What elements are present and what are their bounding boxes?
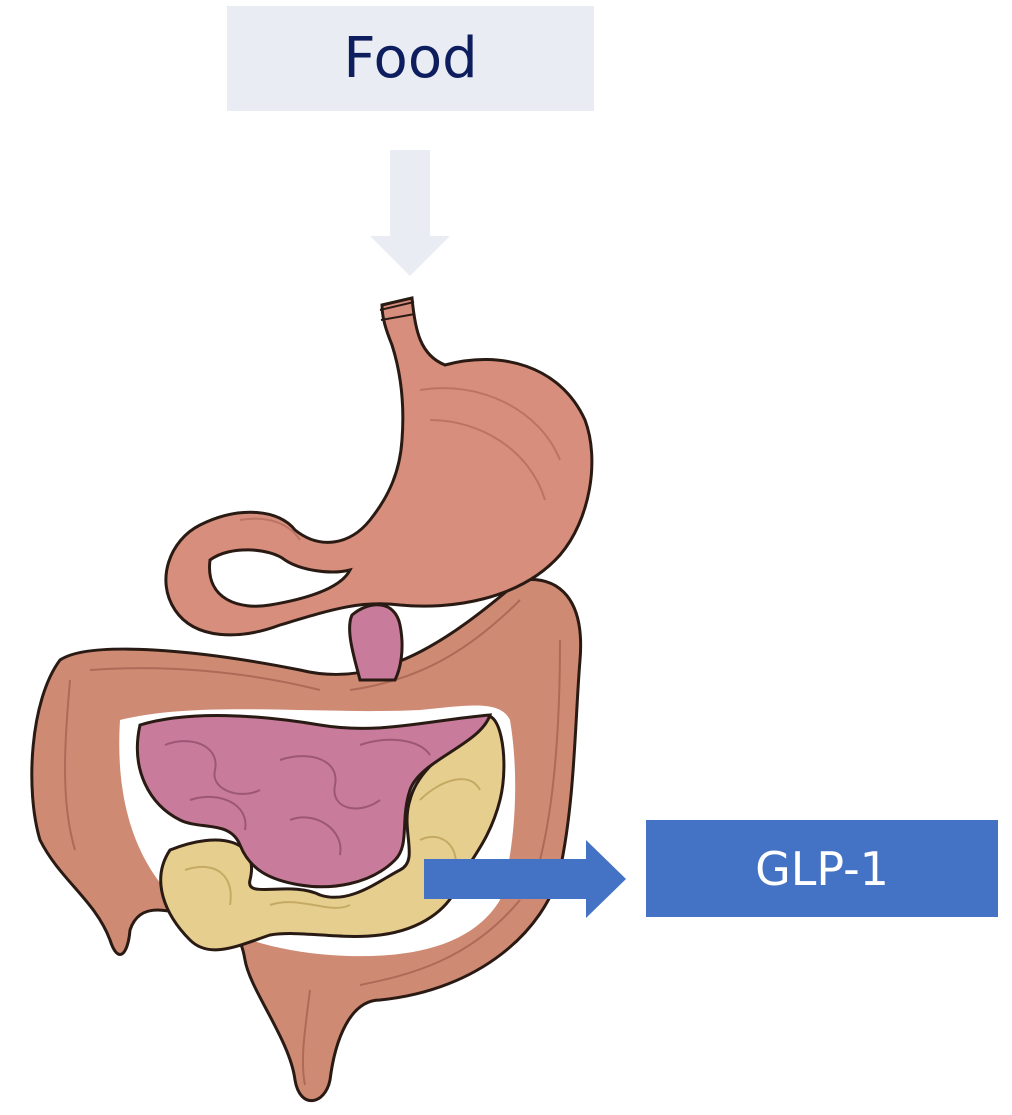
glp1-label: GLP-1: [755, 846, 889, 892]
food-label: Food: [343, 31, 477, 87]
glp1-label-box: GLP-1: [646, 820, 998, 917]
digestive-system-illustration: [32, 298, 592, 1101]
down-arrow: [370, 150, 450, 276]
duodenum: [350, 605, 402, 680]
food-label-box: Food: [227, 6, 594, 111]
